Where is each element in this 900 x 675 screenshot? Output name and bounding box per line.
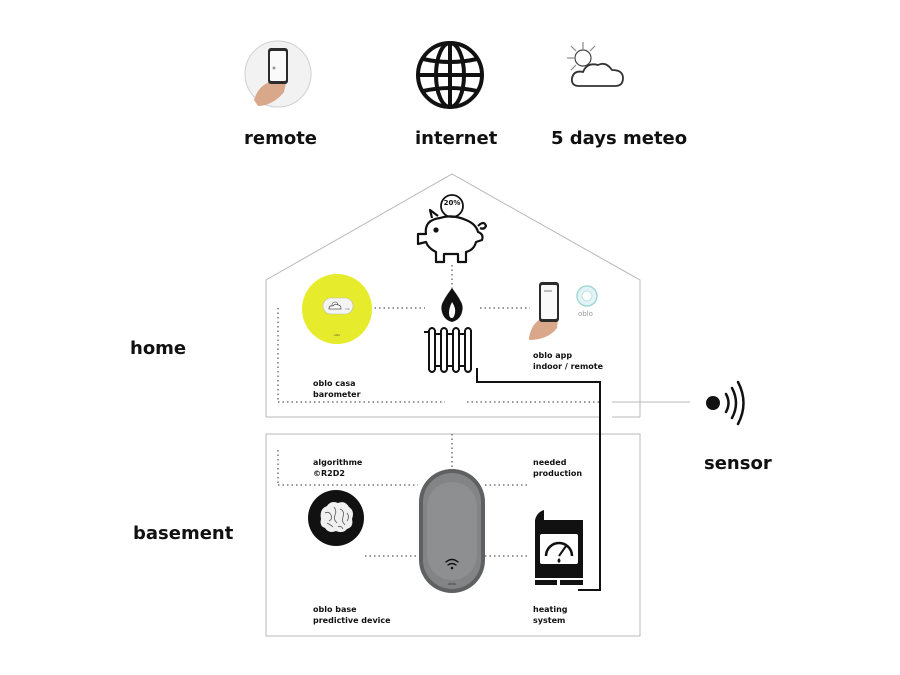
house-outline: [265, 173, 641, 417]
flame-icon: [438, 288, 466, 322]
brain-icon: [307, 489, 365, 547]
internet-label: internet: [415, 128, 498, 149]
sun-cloud-icon: [563, 40, 633, 98]
heating-pipe: [476, 368, 601, 591]
basement-label: basement: [133, 523, 234, 544]
meteo-label: 5 days meteo: [551, 128, 688, 149]
svg-text:oblo: oblo: [334, 333, 341, 337]
sensor-icon: [702, 378, 748, 428]
home-label: home: [130, 338, 187, 359]
remote-phone-icon: [244, 40, 312, 108]
svg-text:oblo: oblo: [448, 582, 455, 586]
sensor-label: sensor: [704, 453, 772, 474]
oblo-app-badge: [576, 285, 598, 307]
dotted-connectors: [277, 265, 690, 557]
needed-production-label: needed production: [533, 458, 583, 478]
oblo-app-phone-icon: [527, 280, 569, 340]
algorithme-label: algorithme ©R2D2: [313, 458, 363, 478]
basement-outline: [265, 433, 641, 637]
oblo-casa-label: oblo casa barometer: [313, 379, 361, 399]
oblo-casa-device: mb oblo: [301, 273, 373, 345]
boiler-icon: [532, 508, 588, 586]
heating-system-label: heating system: [533, 605, 568, 625]
svg-text:mb: mb: [345, 307, 350, 311]
globe-icon: [414, 39, 486, 111]
savings-badge: 20%: [443, 199, 461, 207]
oblo-base-label: oblo base predictive device: [313, 605, 391, 625]
radiator-icon: [424, 326, 480, 373]
oblo-base-device: oblo: [418, 468, 486, 594]
piggy-bank-icon: [412, 190, 492, 264]
oblo-app-brand: oblo: [578, 310, 593, 318]
remote-label: remote: [244, 128, 318, 149]
oblo-app-label: oblo app indoor / remote: [533, 351, 604, 371]
